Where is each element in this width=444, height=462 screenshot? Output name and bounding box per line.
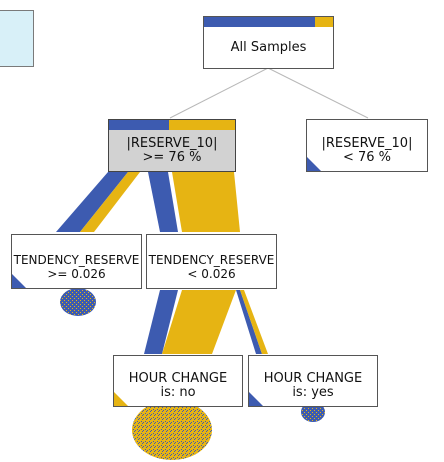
class-distribution-bar	[114, 356, 242, 366]
node-label: |RESERVE_10|	[321, 135, 413, 151]
node-all-samples[interactable]: All Samples	[203, 16, 334, 69]
legend-panel[interactable]	[0, 10, 34, 67]
class-distribution-bar	[12, 235, 141, 245]
node-tendency-high[interactable]: TENDENCY_RESERVE >= 0.026	[11, 234, 142, 289]
node-label: All Samples	[230, 39, 307, 55]
node-condition: < 76 %	[342, 149, 392, 165]
link-root-to-res-high	[169, 67, 269, 119]
node-label: TENDENCY_RESERVE	[13, 252, 140, 267]
node-condition: is: yes	[292, 385, 334, 400]
flow-gold-to-hour-no	[162, 290, 236, 354]
flow-gold-to-hour-yes	[240, 290, 268, 354]
node-tendency-low[interactable]: TENDENCY_RESERVE < 0.026	[146, 234, 277, 289]
class-distribution-bar	[204, 17, 333, 27]
class-distribution-bar	[147, 235, 276, 245]
flow-gold-to-tend-low	[172, 172, 240, 232]
leaf-indicator-icon	[249, 392, 263, 406]
node-label: HOUR CHANGE	[128, 371, 228, 386]
node-reserve-high[interactable]: |RESERVE_10| >= 76 %	[108, 119, 236, 172]
class-distribution-bar	[109, 120, 235, 130]
node-condition: >= 76 %	[142, 149, 202, 165]
node-hour-change-no[interactable]: HOUR CHANGE is: no	[113, 355, 243, 407]
node-reserve-low[interactable]: |RESERVE_10| < 76 %	[306, 119, 428, 172]
node-hour-change-yes[interactable]: HOUR CHANGE is: yes	[248, 355, 378, 407]
leaf-indicator-icon	[114, 392, 128, 406]
node-label: TENDENCY_RESERVE	[148, 252, 275, 267]
flow-blue-to-tend-high	[56, 172, 128, 232]
class-distribution-bar	[249, 356, 377, 366]
node-label: |RESERVE_10|	[126, 135, 218, 151]
flow-blue-to-hour-no	[144, 290, 178, 354]
class-distribution-bar	[307, 120, 427, 130]
leaf-indicator-icon	[307, 157, 321, 171]
flow-blue-to-tend-low	[148, 172, 178, 232]
leaf-blob-hour-yes	[301, 402, 325, 422]
leaf-indicator-icon	[12, 274, 26, 288]
node-condition: < 0.026	[187, 266, 236, 281]
flow-gold-to-tend-high	[80, 172, 140, 232]
node-condition: >= 0.026	[47, 266, 106, 281]
leaf-blob-tend-high	[60, 288, 96, 316]
node-label: HOUR CHANGE	[263, 371, 363, 386]
node-condition: is: no	[160, 385, 196, 400]
leaf-blob-hour-no	[132, 400, 212, 460]
flow-blue-to-hour-yes	[236, 290, 262, 354]
link-root-to-res-low	[267, 67, 369, 119]
